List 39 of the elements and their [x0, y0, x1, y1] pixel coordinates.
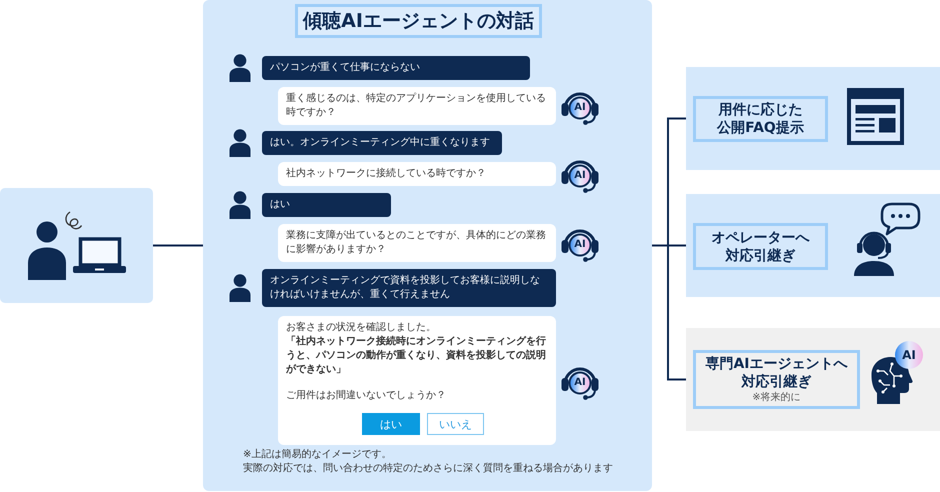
message-text: 社内ネットワークに接続している時ですか？	[286, 167, 487, 181]
agent-speech-bubble	[278, 162, 556, 186]
ai-label: AI	[902, 349, 916, 361]
option-heading: 専門AIエージェントへ対応引継ぎ	[705, 355, 848, 391]
message-text: お客さまの状況を確認しました。	[286, 321, 437, 335]
connector-line	[652, 244, 686, 380]
connector-line	[153, 244, 203, 246]
ai-label: AI	[574, 240, 586, 250]
ai-label: AI	[574, 171, 586, 181]
user-speech-bubble	[262, 193, 391, 217]
yes-button: はい	[362, 413, 420, 435]
message-text: はい	[270, 198, 291, 212]
user-speech-bubble	[262, 269, 556, 307]
agent-speech-bubble	[278, 224, 556, 262]
message-text: はい。オンラインミーティング中に重くなります	[270, 136, 491, 150]
ai-label: AI	[574, 378, 586, 388]
message-text: パソコンが重くて仕事にならない	[270, 61, 421, 75]
user-speech-bubble	[262, 56, 530, 80]
option-panel	[686, 194, 940, 297]
no-button: いいえ	[427, 413, 484, 435]
message-text: 重く感じるのは、特定のアプリケーションを使用している時ですか？	[286, 92, 547, 120]
chat-panel	[203, 0, 652, 491]
message-text: 「社内ネットワーク接続時にオンラインミーティングを行うと、パソコンの動作が重くなり、資料を投影しての説明ができない」	[286, 335, 547, 377]
footnote: ※上記は簡易的なイメージです。	[243, 448, 392, 462]
message-text: ご用件はお間違いないでしょうか？	[286, 389, 447, 403]
option-panel	[686, 328, 940, 431]
option-heading: 用件に応じた公開FAQ提示	[717, 101, 804, 137]
panel-title: 傾聴AIエージェントの対話	[295, 4, 542, 38]
message-text: 業務に支障が出ているとのことですが、具体的にどの業務に影響がありますか？	[286, 229, 547, 257]
footnote: 実際の対応では、問い合わせの特定のためさらに深く質問を重ねる場合があります	[243, 462, 613, 476]
agent-speech-bubble	[278, 316, 556, 445]
user-speech-bubble	[262, 131, 502, 155]
user-panel	[0, 188, 153, 303]
option-panel	[686, 67, 940, 170]
message-text: オンラインミーティングで資料を投影してお客様に説明しなければいけませんが、重くて行えません	[270, 274, 541, 302]
note-text: ※将来的に	[752, 391, 801, 404]
ai-label: AI	[574, 103, 586, 113]
agent-speech-bubble	[278, 87, 556, 125]
option-heading: オペレーターへ対応引継ぎ	[710, 228, 810, 264]
